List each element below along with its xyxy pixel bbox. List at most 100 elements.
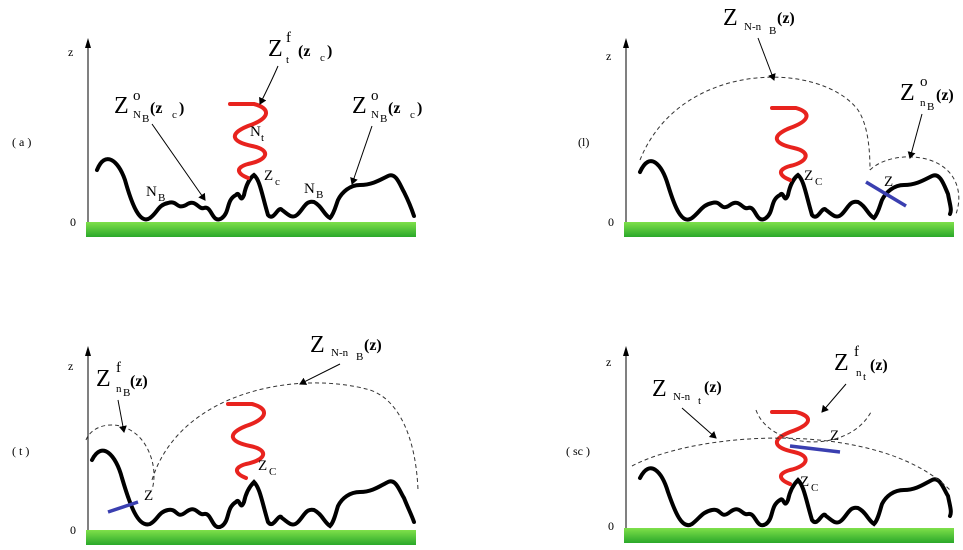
panel-sc-label: ( sc ) xyxy=(566,444,590,458)
panel-t-z-mark: Z xyxy=(144,488,153,504)
panel-l-axis-arrow xyxy=(623,38,629,48)
panel-a-zb-right-arrow xyxy=(350,125,373,185)
panel-t-left-label: Z f n B (z) xyxy=(96,360,148,399)
svg-text:Z: Z xyxy=(900,80,915,106)
panel-sc-tail-chain xyxy=(770,410,810,486)
panel-l-axis-zero-label: 0 xyxy=(608,215,614,229)
panel-a-tail-chain xyxy=(228,102,268,180)
panel-sc: z 0 ( sc ) Z Z N-n t (z) Z f n t (z) Z C xyxy=(566,344,954,543)
svg-text:t: t xyxy=(286,54,289,66)
panel-sc-backbone-chain xyxy=(638,466,953,528)
svg-text:N: N xyxy=(133,109,141,121)
panel-l-top-arrow xyxy=(757,37,776,81)
svg-text:B: B xyxy=(769,25,776,37)
svg-text:Z: Z xyxy=(114,93,129,119)
svg-text:(z: (z xyxy=(298,43,310,60)
svg-text:f: f xyxy=(116,360,121,376)
panel-l-backbone-chain xyxy=(638,159,953,222)
panel-sc-right-arrow xyxy=(821,383,847,413)
panel-sc-axis-zero-label: 0 xyxy=(608,519,614,533)
svg-text:B: B xyxy=(356,351,363,363)
panel-sc-axis-z-label: z xyxy=(606,355,611,369)
svg-text:n: n xyxy=(116,383,122,395)
svg-text:o: o xyxy=(920,74,928,90)
panel-l-right-label: Z o n B (z) xyxy=(900,74,954,113)
panel-t-small-loop-dashed xyxy=(85,424,155,491)
svg-text:(z): (z) xyxy=(936,87,954,104)
svg-text:B: B xyxy=(142,113,149,125)
panel-a-axis-arrow xyxy=(85,38,91,48)
svg-text:): ) xyxy=(179,100,184,117)
svg-text:Z: Z xyxy=(652,376,667,402)
panel-sc-left-arrow xyxy=(681,407,717,439)
panel-sc-left-label: Z N-n t (z) xyxy=(652,376,722,407)
svg-text:(z): (z) xyxy=(704,379,722,396)
svg-text:o: o xyxy=(371,88,379,104)
panel-l-right-arrow xyxy=(907,113,923,159)
panel-t: z 0 ( t ) Z Z f n B (z) Z N-n B (z) Z C xyxy=(12,332,419,545)
svg-text:(z: (z xyxy=(388,100,400,117)
panel-sc-cup-dashed xyxy=(755,409,873,443)
panel-l-z-mark: Z xyxy=(884,174,893,190)
svg-text:C: C xyxy=(815,176,822,188)
svg-text:c: c xyxy=(275,176,280,188)
panel-t-backbone-chain xyxy=(90,448,416,530)
panel-a-zb-right-label: Z o N B (z c ) xyxy=(352,88,422,125)
panel-a: z 0 ( a ) Z f t (z c ) Z o N B (z c ) xyxy=(12,30,422,237)
panel-sc-right-label: Z f n t (z) xyxy=(834,344,888,383)
panel-t-zc-label: Z C xyxy=(258,458,276,478)
panel-a-nt-label: N t xyxy=(250,124,264,144)
panel-sc-z-mark: Z xyxy=(830,428,839,444)
panel-t-axis-z-label: z xyxy=(68,359,73,373)
panel-t-top-label: Z N-n B (z) xyxy=(310,332,382,363)
panel-t-junction-mark xyxy=(107,500,139,514)
svg-text:o: o xyxy=(133,88,141,104)
svg-text:Z: Z xyxy=(352,93,367,119)
panel-a-axis-z-label: z xyxy=(68,45,73,59)
svg-text:t: t xyxy=(863,371,866,383)
svg-text:): ) xyxy=(327,43,332,60)
panel-l-junction-mark xyxy=(865,180,907,208)
svg-text:C: C xyxy=(811,482,818,494)
svg-text:): ) xyxy=(417,100,422,117)
panel-sc-wide-dashed xyxy=(631,437,951,491)
panel-a-nb2-label: N B xyxy=(304,181,323,201)
svg-text:(z): (z) xyxy=(777,10,795,27)
svg-text:Z: Z xyxy=(310,332,325,358)
panel-a-surface xyxy=(86,222,416,237)
panel-a-zb-left-arrow xyxy=(151,123,206,201)
svg-text:c: c xyxy=(172,109,177,121)
panel-l: z 0 (l) Z Z N-n B (z) Z o n B (z) Z C xyxy=(578,5,960,237)
svg-text:f: f xyxy=(286,30,291,46)
svg-text:N: N xyxy=(304,181,315,197)
panel-sc-junction-mark xyxy=(789,444,841,454)
panel-t-top-arrow xyxy=(299,363,341,385)
panel-l-top-label: Z N-n B (z) xyxy=(723,5,795,37)
svg-text:N-n: N-n xyxy=(673,391,691,403)
panel-sc-axis-arrow xyxy=(623,346,629,356)
svg-text:N-n: N-n xyxy=(331,347,349,359)
svg-text:(z): (z) xyxy=(870,357,888,374)
svg-text:Z: Z xyxy=(264,168,273,184)
svg-text:Z: Z xyxy=(258,458,267,474)
panel-t-tail-chain xyxy=(226,402,266,480)
svg-text:n: n xyxy=(920,97,926,109)
svg-text:N-n: N-n xyxy=(744,21,762,33)
panel-a-zc-label: Z c xyxy=(264,168,280,188)
panel-t-axis-zero-label: 0 xyxy=(70,523,76,537)
svg-text:c: c xyxy=(320,52,325,64)
panel-sc-surface xyxy=(624,528,954,543)
panel-a-zf-label: Z f t (z c ) xyxy=(268,30,332,66)
svg-text:f: f xyxy=(854,344,859,360)
svg-text:B: B xyxy=(380,113,387,125)
panel-t-big-loop-dashed xyxy=(151,382,419,491)
panel-l-tail-chain xyxy=(770,106,809,182)
svg-text:Z: Z xyxy=(800,474,809,490)
panel-a-label: ( a ) xyxy=(12,135,31,149)
svg-text:N: N xyxy=(250,124,261,140)
panel-t-surface xyxy=(86,530,416,545)
panel-a-zb-left-label: Z o N B (z c ) xyxy=(114,88,184,125)
svg-text:N: N xyxy=(371,109,379,121)
svg-text:(z): (z) xyxy=(364,337,382,354)
panel-l-small-loop-dashed xyxy=(869,156,960,215)
